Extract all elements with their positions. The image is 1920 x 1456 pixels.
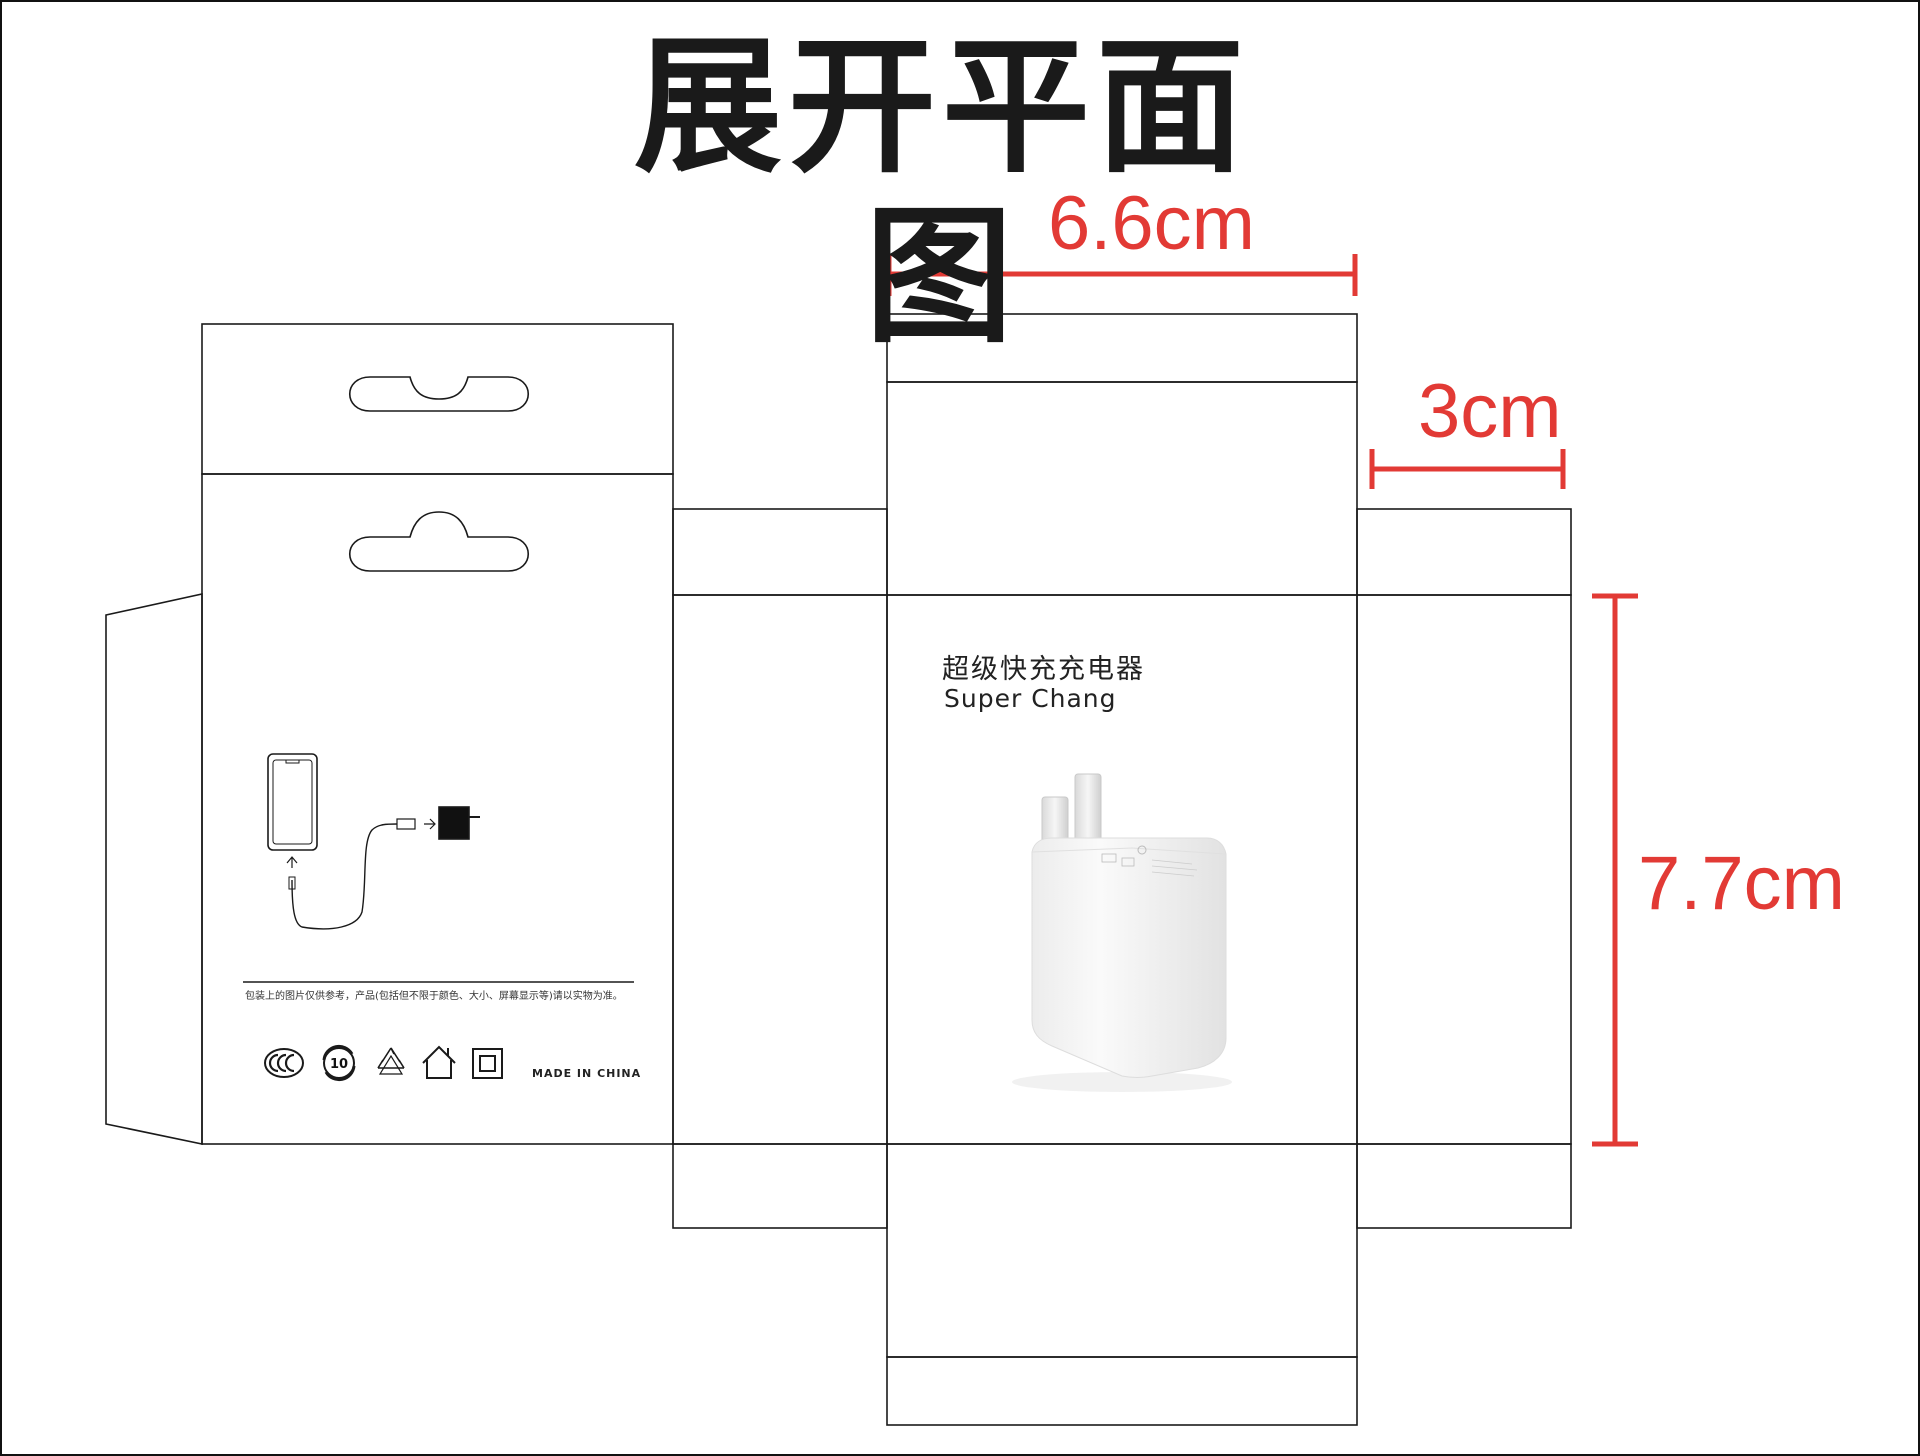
- charger-product-image: [1012, 773, 1232, 1092]
- page-title: 展开平面图: [634, 21, 1250, 363]
- dimension-width: [886, 254, 1358, 296]
- arrow-up-icon: [286, 856, 298, 868]
- side-flap-bottom-left: [672, 1143, 888, 1229]
- dimension-height-label: 7.7cm: [1638, 841, 1845, 926]
- side-flap-top-right: [1356, 508, 1572, 596]
- side-panel-right: [1356, 594, 1572, 1145]
- made-in-label: MADE IN CHINA: [532, 1067, 642, 1080]
- glue-flap: [105, 593, 203, 1145]
- bottom-panel: [886, 1143, 1358, 1358]
- bottom-tuck-flap: [886, 1356, 1358, 1426]
- cert-marks: 10: [264, 1044, 503, 1082]
- dimension-width-label: 6.6cm: [1048, 181, 1255, 266]
- usage-illustration: [267, 753, 480, 930]
- eco-10-icon: 10: [322, 1044, 356, 1082]
- dimension-height: [1592, 593, 1638, 1147]
- ccc-mark-icon: [264, 1048, 304, 1078]
- hang-hole-upper: [348, 376, 530, 412]
- cable-icon: [291, 823, 398, 930]
- top-panel: [886, 381, 1358, 596]
- side-flap-bottom-right: [1356, 1143, 1572, 1229]
- charger-icon: [438, 806, 470, 840]
- side-panel-left: [672, 594, 888, 1145]
- charger-body: [1031, 837, 1227, 1078]
- double-insulation-icon: [472, 1048, 503, 1079]
- dimension-lines: [886, 254, 1638, 1147]
- recycle-icon: [377, 1047, 405, 1075]
- indoor-use-icon: [422, 1045, 456, 1079]
- disclaimer-text: 包装上的图片仅供参考，产品(包括但不限于颜色、大小、屏幕显示等)请以实物为准。: [245, 991, 623, 1002]
- product-name-en: Super Chang: [944, 684, 1117, 713]
- svg-text:10: 10: [330, 1057, 348, 1072]
- dimension-depth: [1369, 449, 1566, 489]
- product-name-cn: 超级快充充电器: [942, 654, 1145, 685]
- phone-icon: [267, 753, 318, 851]
- hang-hole-lower: [348, 511, 530, 572]
- arrow-right-icon: [424, 818, 436, 830]
- dimension-depth-label: 3cm: [1418, 369, 1562, 454]
- side-flap-top-left: [672, 508, 888, 596]
